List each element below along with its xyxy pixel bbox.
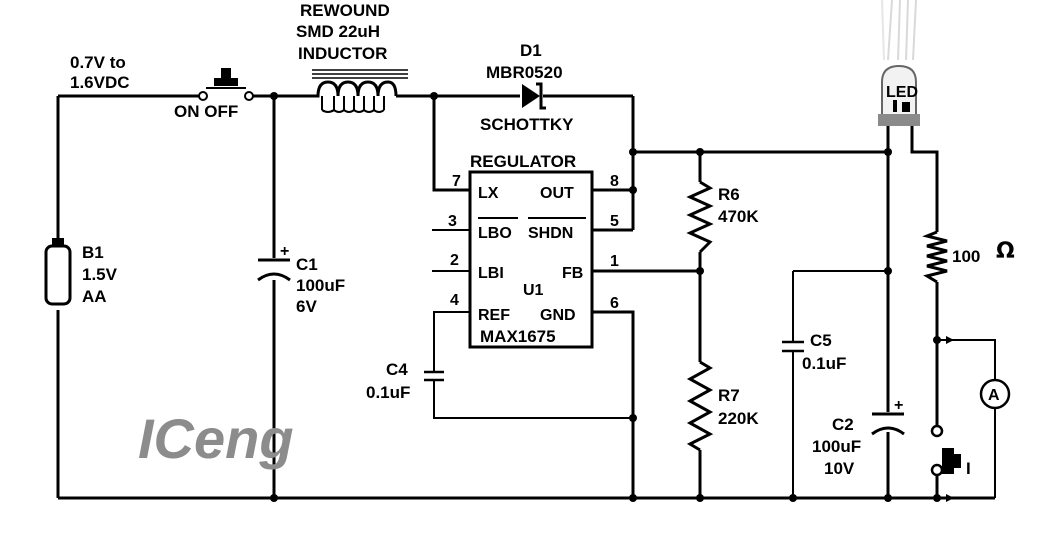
ic-pin-shdn-label: SHDN — [528, 225, 573, 242]
battery-ref: B1 — [82, 243, 104, 262]
capacitor-c1: + — [257, 243, 291, 282]
led-resistor-value: 100 — [952, 247, 980, 266]
battery-type: AA — [82, 287, 107, 306]
ic-pin-number-shdn: 5 — [610, 213, 619, 230]
ic-pin-lbi-label: LBI — [478, 265, 504, 282]
current-test-switch — [930, 424, 961, 477]
ohm-symbol: Ω — [996, 239, 1015, 264]
ic-pin-number-lbo: 3 — [448, 213, 457, 230]
ic-pin-number-ref: 4 — [450, 292, 459, 309]
ic-pin-number-lx: 7 — [452, 173, 461, 190]
c5-ref: C5 — [810, 331, 832, 350]
power-switch — [198, 68, 254, 101]
c1-ref: C1 — [296, 255, 318, 274]
r7-value: 220K — [718, 409, 759, 428]
current-symbol: I — [966, 459, 971, 478]
inductor-label-line3: INDUCTOR — [298, 44, 387, 63]
wires — [56, 94, 996, 500]
ammeter: A — [946, 336, 1011, 502]
switch-label: ON OFF — [174, 102, 238, 121]
regulator-label: REGULATOR — [470, 152, 576, 171]
watermark-logo: ICeng — [138, 407, 294, 470]
ic-pin-number-lbi: 2 — [450, 252, 459, 269]
resistor-100-ohm — [922, 230, 948, 284]
inductor — [312, 69, 408, 113]
resistor-r6 — [686, 180, 714, 254]
ic-part-number: MAX1675 — [480, 327, 556, 346]
led-label: LED — [886, 84, 918, 101]
ic-pin-out-label: OUT — [540, 185, 574, 202]
resistor-r7 — [686, 360, 714, 452]
capacitor-c2: + — [871, 397, 905, 436]
input-voltage-line2: 1.6VDC — [70, 73, 130, 92]
inductor-label-line2: SMD 22uH — [296, 22, 380, 41]
ic-pin-number-gnd: 6 — [610, 295, 619, 312]
ic-body — [468, 170, 594, 349]
schottky-diode-d1 — [522, 82, 546, 110]
c2-polarity-plus: + — [894, 397, 903, 414]
c2-ref: C2 — [832, 415, 854, 434]
led: LED — [878, 0, 920, 126]
battery-voltage: 1.5V — [82, 265, 118, 284]
diode-ref: D1 — [520, 41, 542, 60]
c5-value: 0.1uF — [802, 354, 846, 373]
ammeter-label: A — [988, 387, 1000, 404]
ic-pin-number-out: 8 — [610, 173, 619, 190]
c2-value: 100uF — [812, 437, 861, 456]
c2-voltage: 10V — [824, 459, 855, 478]
input-voltage-line1: 0.7V to — [70, 53, 126, 72]
diode-type: SCHOTTKY — [480, 115, 574, 134]
ic-pin-lbo-label: LBO — [478, 225, 512, 242]
c1-voltage: 6V — [296, 297, 317, 316]
ic-pin-number-fb: 1 — [610, 253, 619, 270]
ic-pin-fb-label: FB — [562, 265, 583, 282]
ic-ref-designator: U1 — [523, 282, 544, 299]
r6-ref: R6 — [718, 185, 740, 204]
inductor-label-line1: REWOUND — [300, 1, 390, 20]
c1-value: 100uF — [296, 276, 345, 295]
c1-polarity-plus: + — [280, 243, 289, 260]
capacitor-c5 — [782, 340, 804, 353]
c4-value: 0.1uF — [366, 383, 410, 402]
r6-value: 470K — [718, 207, 759, 226]
ic-pin-lx-label: LX — [478, 185, 499, 202]
battery-b1 — [44, 238, 72, 306]
ic-pin-ref-label: REF — [478, 307, 510, 324]
ic-pin-gnd-label: GND — [540, 307, 576, 324]
capacitor-c4 — [424, 370, 444, 382]
c4-ref: C4 — [386, 360, 408, 379]
junction-dots — [270, 92, 941, 502]
r7-ref: R7 — [718, 386, 740, 405]
diode-part: MBR0520 — [486, 63, 563, 82]
